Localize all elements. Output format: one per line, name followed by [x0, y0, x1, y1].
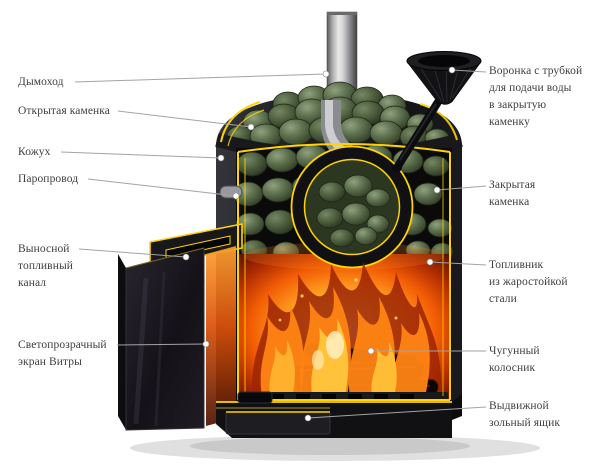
stone — [261, 177, 295, 203]
flames — [251, 262, 442, 398]
stone — [365, 188, 391, 208]
leader-line — [117, 110, 252, 128]
door-handle — [237, 391, 273, 404]
label-water-funnel: Воронка с трубкой для подачи воды в закр… — [489, 65, 583, 128]
leader-dot — [232, 192, 240, 200]
water-funnel — [392, 51, 482, 172]
label-steam-pipe: Паропровод — [18, 173, 79, 185]
stone — [278, 118, 314, 146]
leader-dot — [247, 123, 255, 131]
fuel-channel — [118, 223, 243, 431]
closed-kamenka-stones — [316, 174, 391, 248]
base-unit — [216, 391, 462, 438]
leader-line — [451, 69, 487, 73]
stone — [354, 226, 378, 246]
label-casing: Кожух — [18, 146, 51, 158]
leader-line — [60, 151, 222, 159]
label-grate: Чугунный колосник — [489, 345, 540, 374]
stone — [235, 212, 265, 236]
label-chimney: Дымоход — [18, 76, 64, 88]
leader-dot — [426, 258, 434, 266]
stone — [369, 120, 403, 146]
floor-shadow — [130, 435, 540, 461]
label-firebox: Топливник из жаростойкой стали — [489, 259, 568, 305]
stone — [422, 155, 450, 177]
cast-iron-grate — [260, 392, 448, 401]
stone — [343, 174, 373, 198]
stone — [264, 209, 296, 235]
leader-dot — [182, 253, 190, 261]
leader-dot — [217, 154, 225, 162]
leader-dot — [304, 414, 312, 422]
leader-line — [307, 406, 487, 419]
leader-dots — [182, 66, 456, 422]
stone — [265, 147, 299, 173]
stone — [427, 218, 453, 238]
label-fuel-channel: Выносной топливный канал — [18, 243, 74, 289]
stone — [316, 207, 344, 229]
leader-dot — [202, 340, 210, 348]
label-open-stones: Открытая каменка — [18, 105, 110, 117]
leader-line — [436, 185, 487, 191]
label-glass-screen: Светопрозрачный экран Витры — [18, 339, 107, 368]
leader-dot — [433, 186, 441, 194]
leader-line — [87, 178, 237, 197]
channel-fire-reflection — [206, 246, 236, 426]
leader-line — [116, 343, 207, 346]
ash-drawer-front — [225, 411, 331, 435]
stone — [413, 182, 443, 206]
leader-dot — [322, 70, 330, 78]
label-ash-drawer: Выдвижной зольный ящик — [489, 400, 561, 429]
leader-line — [78, 248, 187, 258]
closed-kamenka — [290, 145, 414, 269]
leader-line — [429, 261, 487, 266]
leader-lines — [60, 69, 487, 419]
label-closed-stones: Закрытая каменка — [489, 179, 536, 208]
leader-line — [74, 73, 327, 83]
stone — [318, 181, 346, 203]
leader-dot — [367, 347, 375, 355]
leader-dot — [448, 66, 456, 74]
stone — [236, 151, 268, 177]
stone — [329, 228, 355, 248]
stone — [341, 202, 371, 226]
